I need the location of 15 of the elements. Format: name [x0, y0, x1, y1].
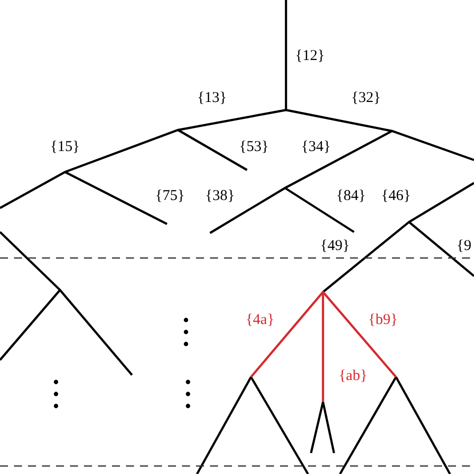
set-label: {75} — [155, 188, 185, 204]
set-label: {15} — [50, 139, 80, 155]
set-label: {84} — [336, 188, 366, 204]
set-label: {38} — [205, 188, 235, 204]
set-label: {32} — [351, 90, 381, 106]
set-label: {ab} — [338, 368, 368, 384]
set-label: {b9} — [368, 312, 398, 328]
set-label: {12} — [295, 48, 325, 64]
set-label: {53} — [239, 139, 269, 155]
set-label: {4a} — [246, 312, 274, 328]
set-label: {46} — [381, 188, 411, 204]
set-label: {34} — [301, 139, 331, 155]
set-label: {13} — [197, 90, 227, 106]
set-label: {9 — [456, 238, 472, 254]
set-label: {49} — [320, 238, 350, 254]
